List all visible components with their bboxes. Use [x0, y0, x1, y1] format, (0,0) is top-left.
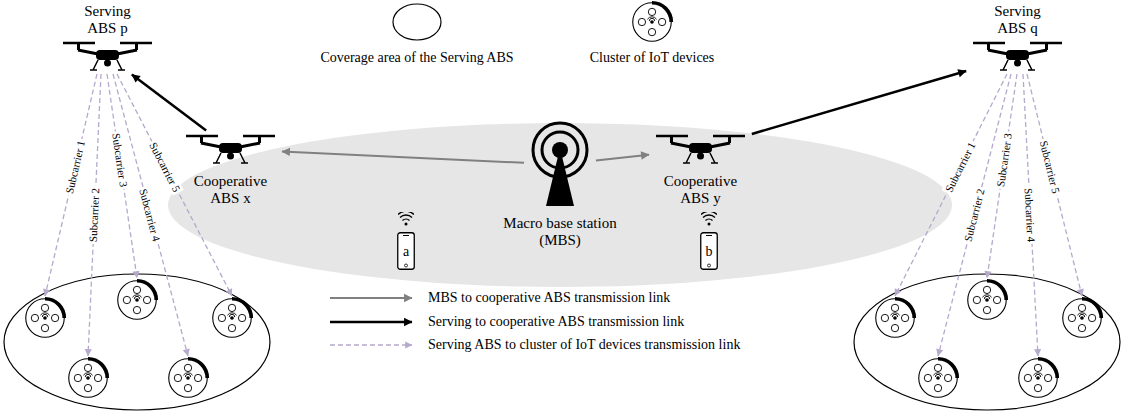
- iot-cluster: [69, 359, 108, 398]
- node-label: Serving ABS q: [983, 3, 1053, 37]
- subcarrier-label: Subcarrier 1: [942, 139, 979, 196]
- iot-cluster: [968, 281, 1007, 320]
- subcarrier-label: Subcarrier 4: [137, 185, 164, 244]
- transmission-link: [282, 151, 524, 162]
- iot-cluster: [213, 299, 252, 338]
- coverage-area: [854, 274, 1120, 410]
- subcarrier-link: [113, 74, 188, 356]
- subcarrier-link: [895, 74, 1007, 296]
- iot-cluster: [876, 299, 915, 338]
- iot-cluster: [919, 359, 958, 398]
- iot-cluster: [1019, 359, 1058, 398]
- phone-node: b: [700, 232, 718, 270]
- wifi-symbol: [398, 211, 414, 225]
- subcarrier-label: Subcarrier 5: [1037, 138, 1063, 197]
- subcarrier-label: Subcarrier 3: [109, 130, 129, 189]
- coverage-area: [4, 274, 270, 410]
- device-letter: b: [700, 244, 718, 259]
- node-label: Serving ABS p: [73, 3, 143, 37]
- iot-cluster: [26, 299, 65, 338]
- legend-line: [330, 344, 412, 346]
- subcarrier-label: Subcarrier 5: [147, 139, 184, 196]
- cluster-legend-sample: [633, 3, 672, 42]
- subcarrier-label: Subcarrier 1: [63, 138, 88, 197]
- legend-text: Serving to cooperative ABS transmission …: [428, 314, 684, 330]
- wifi-symbol: [701, 211, 717, 225]
- subcarrier-label: Subcarrier 4: [1023, 186, 1038, 245]
- drone-node: Serving ABS p: [60, 40, 155, 72]
- transmission-link: [132, 74, 206, 130]
- legend-text: Coverage area of the Serving ABS: [320, 50, 513, 66]
- node-label: Macro base station (MBS): [496, 215, 624, 249]
- drone-node: Serving ABS q: [970, 40, 1065, 72]
- node-label: Cooperative ABS x: [185, 173, 277, 207]
- tower-icon: [528, 122, 592, 207]
- drone-icon: [183, 133, 278, 165]
- iot-cluster: [1063, 299, 1102, 338]
- phone-node: a: [397, 232, 415, 270]
- iot-cluster: [118, 281, 157, 320]
- iot-cluster: [169, 359, 208, 398]
- subcarrier-link: [1027, 74, 1082, 296]
- subcarrier-link: [88, 74, 101, 356]
- subcarrier-link: [1023, 74, 1038, 356]
- coverage-legend-sample: [393, 4, 441, 40]
- legend-line: [330, 321, 412, 324]
- base-station-node: Macro base station (MBS): [528, 122, 592, 207]
- transmission-link: [596, 155, 649, 161]
- node-label: Cooperative ABS y: [655, 173, 747, 207]
- subcarrier-label: Subcarrier 3: [994, 130, 1014, 189]
- subcarrier-link: [938, 74, 1011, 356]
- legend-text: Serving ABS to cluster of IoT devices tr…: [428, 337, 740, 353]
- drone-icon: [653, 133, 748, 165]
- transmission-link: [752, 71, 966, 134]
- drone-node: Cooperative ABS x: [183, 133, 278, 165]
- drone-node: Cooperative ABS y: [653, 133, 748, 165]
- drone-icon: [970, 40, 1065, 72]
- legend-text: Cluster of IoT devices: [590, 50, 715, 66]
- subcarrier-label: Subcarrier 2: [87, 186, 102, 245]
- subcarrier-label: Subcarrier 2: [961, 185, 987, 244]
- drone-icon: [60, 40, 155, 72]
- device-letter: a: [397, 244, 415, 259]
- subcarrier-link: [987, 74, 1017, 278]
- mbs-region: [168, 123, 952, 287]
- legend-text: MBS to cooperative ABS transmission link: [428, 290, 670, 306]
- legend-line: [330, 297, 412, 299]
